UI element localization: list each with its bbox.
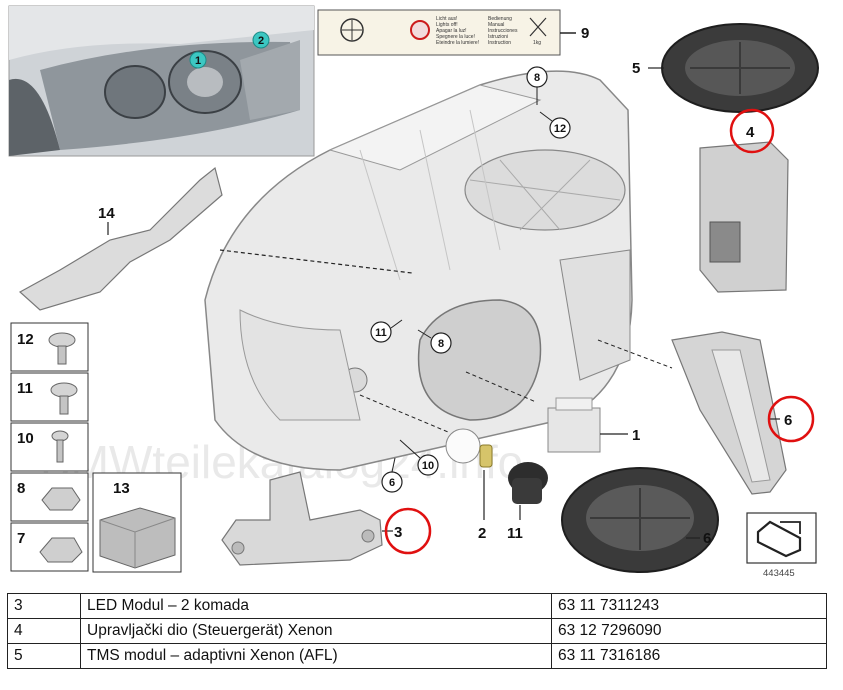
bulb-part (445, 428, 493, 468)
small-part-10: 10 (10, 422, 89, 472)
cell-description: LED Modul – 2 komada (80, 593, 552, 619)
small-part-8: 8 (10, 472, 89, 522)
callout-4: 4 (746, 124, 755, 141)
cover-part-6-top (661, 23, 819, 113)
svg-text:11: 11 (17, 380, 33, 397)
svg-text:10: 10 (422, 460, 434, 472)
cell-part-number: 63 11 7311243 (551, 593, 827, 619)
tms-module-part-5 (671, 331, 787, 495)
small-part-15: 13 (92, 472, 182, 573)
svg-text:Apagar la luz!: Apagar la luz! (436, 28, 467, 34)
cell-description: Upravljački dio (Steuergerät) Xenon (80, 618, 552, 644)
cell-pos: 3 (7, 593, 81, 619)
callout-8-interior: 8 (417, 329, 452, 354)
small-part-7: 7 (10, 522, 89, 572)
svg-text:1kg: 1kg (533, 40, 541, 46)
callout-5: 6 (784, 412, 792, 429)
highlight-circle-4 (729, 108, 775, 154)
svg-text:Istruzioni: Istruzioni (488, 34, 508, 40)
svg-text:Lights off!: Lights off! (436, 22, 458, 28)
cap-part-13 (508, 462, 548, 504)
callout-6-bottom: 6 (703, 530, 711, 547)
callout-2: 2 (478, 525, 486, 542)
bracket-part-14 (18, 166, 223, 311)
svg-text:Bedienung: Bedienung (488, 16, 512, 22)
callout-7-interior: 6 (381, 457, 403, 493)
svg-text:Instruction: Instruction (488, 40, 511, 46)
svg-text:13: 13 (113, 480, 130, 497)
highlight-circle-3 (384, 507, 432, 555)
svg-text:Manual: Manual (488, 22, 504, 28)
svg-text:12: 12 (554, 123, 566, 135)
inset-headlight-photo: 1 2 (8, 5, 315, 157)
svg-text:8: 8 (17, 480, 25, 497)
highlight-circle-5 (767, 395, 815, 443)
svg-text:Licht aus!: Licht aus! (436, 16, 457, 22)
svg-text:6: 6 (389, 477, 395, 489)
small-part-12: 12 (10, 322, 89, 372)
cell-pos: 5 (7, 643, 81, 669)
svg-text:8: 8 (438, 338, 444, 350)
callout-6-top: 5 (632, 60, 640, 77)
svg-text:8: 8 (534, 72, 540, 84)
cell-description: TMS modul – adaptivni Xenon (AFL) (80, 643, 552, 669)
led-module-part-3 (221, 471, 383, 566)
svg-text:1: 1 (195, 55, 201, 67)
callout-11-interior: 11 (370, 319, 403, 343)
svg-text:12: 12 (17, 331, 34, 348)
cell-pos: 4 (7, 618, 81, 644)
svg-text:11: 11 (375, 327, 387, 339)
inset-marker-1: 1 (189, 51, 207, 69)
reference-number: 443445 (763, 568, 795, 579)
callout-14: 14 (98, 205, 115, 222)
inset-marker-2: 2 (252, 31, 270, 49)
callout-1: 1 (632, 427, 640, 444)
svg-text:2: 2 (258, 35, 264, 47)
module-part-1 (547, 397, 601, 453)
warning-label-part: Licht aus! Lights off! Apagar la luz! Sp… (317, 9, 561, 56)
cell-part-number: 63 12 7296090 (551, 618, 827, 644)
parts-diagram: BMWteilekatalog24.info 1 2 Licht aus! Li… (8, 5, 819, 579)
callout-3: 3 (394, 524, 402, 541)
table-row: 5 TMS modul – adaptivni Xenon (AFL) 63 1… (7, 643, 827, 669)
table-row: 3 LED Modul – 2 komada 63 11 7311243 (7, 593, 827, 619)
callout-8-top: 8 (526, 66, 548, 105)
parts-table: 3 LED Modul – 2 komada 63 11 7311243 4 U… (7, 593, 827, 669)
cell-part-number: 63 11 7316186 (551, 643, 827, 669)
control-unit-part-4 (699, 141, 789, 293)
callout-9: 9 (581, 25, 589, 42)
svg-text:Eteindre la lumiere!: Eteindre la lumiere! (436, 40, 479, 46)
svg-text:7: 7 (17, 530, 25, 547)
callout-10-interior: 10 (399, 439, 439, 476)
cover-part-6-bottom (561, 467, 719, 573)
callout-12-top: 12 (539, 111, 571, 139)
small-parts-panel: 12 11 10 8 7 (10, 322, 89, 572)
svg-text:Spegnere la luce!: Spegnere la luce! (436, 34, 475, 40)
table-row: 4 Upravljački dio (Steuergerät) Xenon 63… (7, 618, 827, 644)
svg-text:Instrucciones: Instrucciones (488, 28, 518, 34)
callout-13: 11 (507, 525, 523, 542)
small-part-11: 11 (10, 372, 89, 422)
svg-text:10: 10 (17, 430, 34, 447)
reference-icon-box (746, 512, 817, 564)
headlight-housing (204, 70, 633, 471)
